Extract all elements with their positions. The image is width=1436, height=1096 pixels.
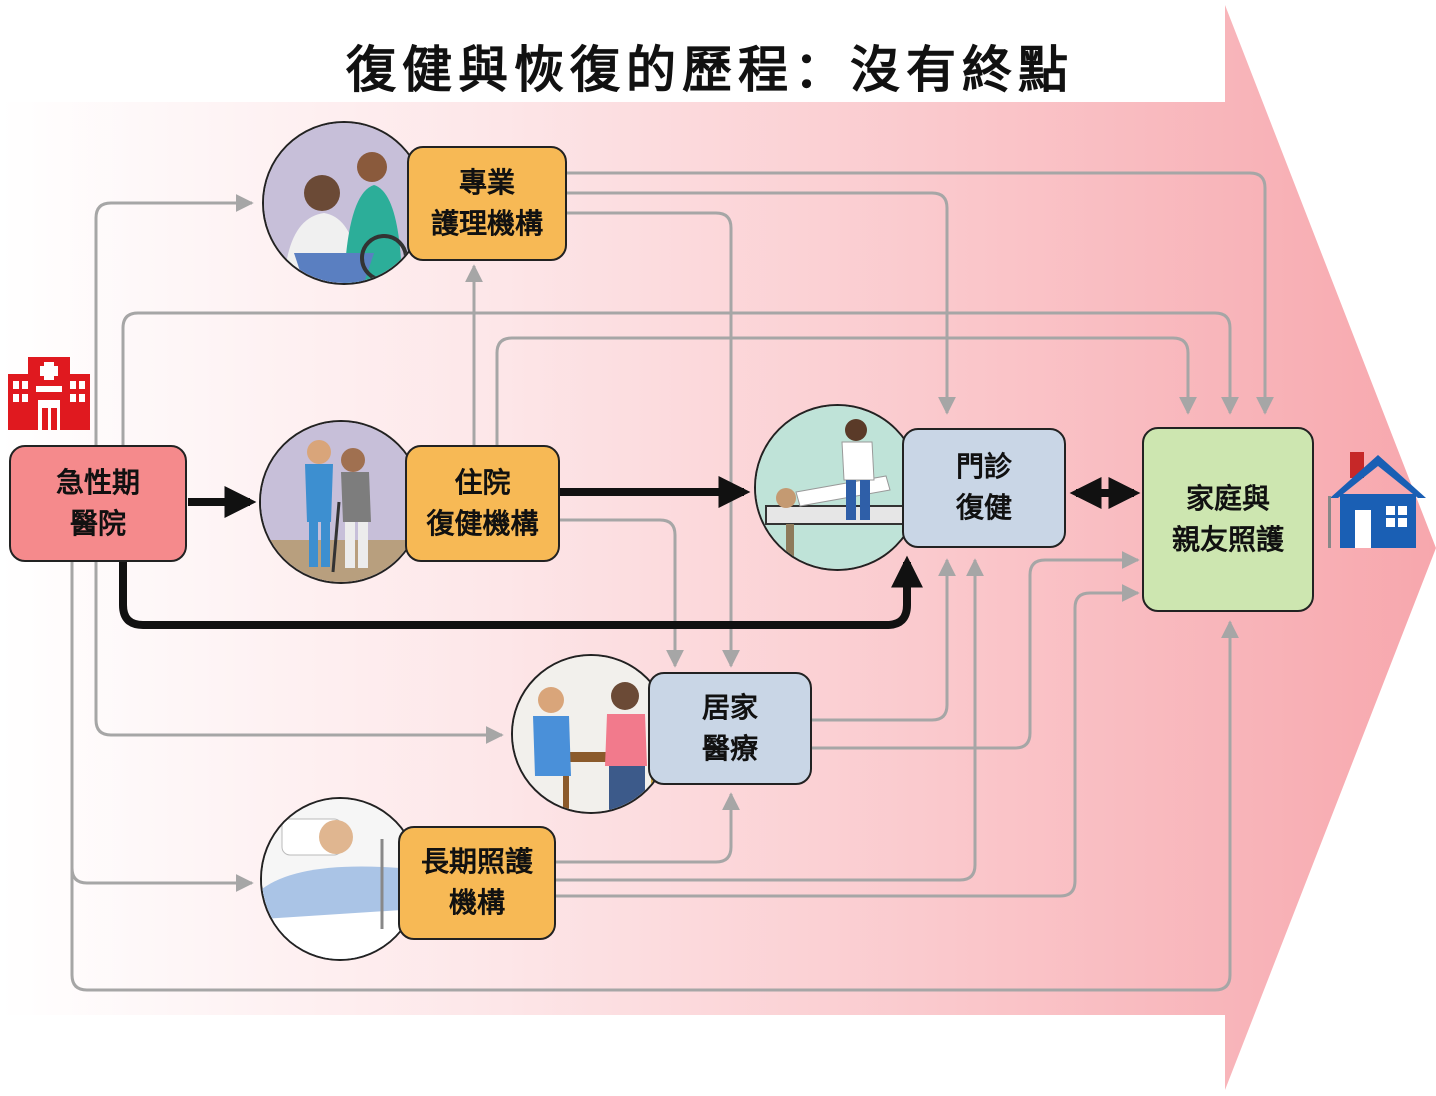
acute-hospital-node: 急性期 醫院 bbox=[9, 445, 187, 562]
inpatient-rehab-node: 住院 復健機構 bbox=[405, 445, 560, 562]
path-skilled-nursing-to-outpatient bbox=[567, 191, 956, 415]
path-long-term-care-to-home-health bbox=[556, 792, 740, 864]
inpatient-rehab-photo bbox=[259, 420, 423, 584]
secondary-paths bbox=[70, 171, 1274, 992]
path-long-term-care-to-outpatient bbox=[556, 558, 984, 882]
path-home-health-to-outpatient bbox=[812, 558, 956, 722]
path-long-term-care-to-home-care bbox=[556, 584, 1140, 898]
path-skilled-nursing-to-home-care bbox=[567, 171, 1274, 415]
long-term-care-photo bbox=[260, 797, 420, 961]
path-hospital-to-home-care bbox=[121, 311, 1239, 445]
path-home-health-to-home-care bbox=[812, 551, 1140, 750]
path-hospital-bottom-loop-to-home bbox=[70, 620, 1239, 992]
path-hospital-to-home-health bbox=[94, 562, 504, 744]
main-paths bbox=[119, 476, 1141, 629]
path-skilled-nursing-to-home-health bbox=[567, 211, 740, 668]
skilled-nursing-photo bbox=[262, 121, 426, 285]
path-hospital-to-skilled-nursing bbox=[94, 194, 254, 445]
home-health-node: 居家 醫療 bbox=[648, 672, 812, 785]
hospital-icon bbox=[8, 357, 90, 430]
path-hospital-to-outpatient bbox=[119, 555, 923, 629]
home-health-photo bbox=[511, 654, 671, 814]
diagram-title: 復健與恢復的歷程：沒有終點 bbox=[346, 41, 1074, 99]
outpatient-rehab-node: 門診 復健 bbox=[902, 428, 1066, 548]
long-term-care-node: 長期照護 機構 bbox=[398, 826, 556, 940]
house-icon bbox=[1328, 452, 1426, 548]
outpatient-rehab-photo bbox=[754, 404, 921, 571]
path-inpatient-to-home-health bbox=[560, 518, 684, 668]
skilled-nursing-node: 專業 護理機構 bbox=[407, 146, 567, 261]
path-inpatient-to-home-care bbox=[495, 336, 1197, 445]
home-family-care-node: 家庭與 親友照護 bbox=[1142, 427, 1314, 612]
